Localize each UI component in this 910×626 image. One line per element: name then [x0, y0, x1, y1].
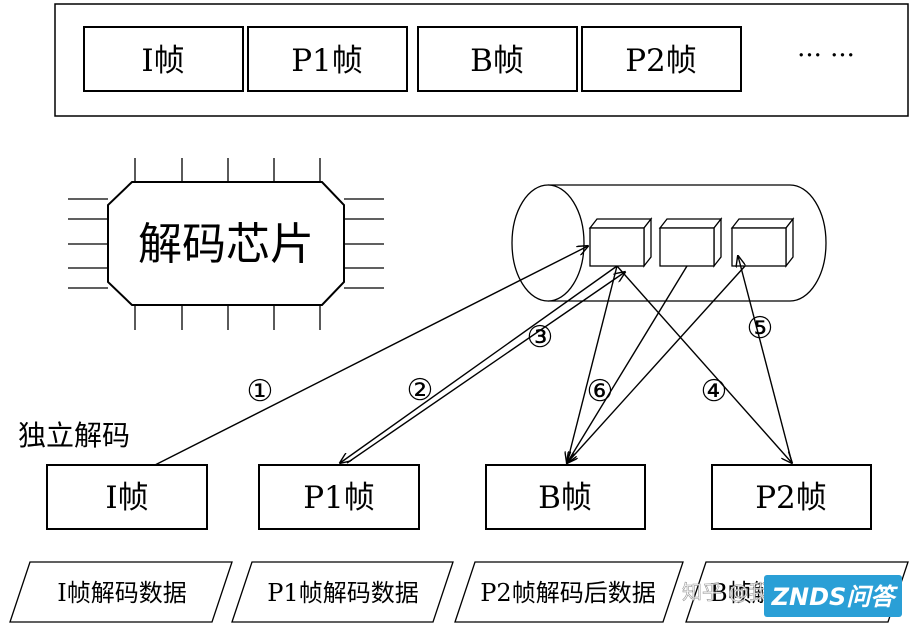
data-strip-p2-label: P2帧解码后数据	[480, 579, 655, 607]
stream-frame-p2-label: P2帧	[625, 43, 697, 79]
step-label-4: ④	[701, 374, 728, 409]
stream-ellipsis: ··· ···	[797, 41, 855, 71]
decoded-frame-i: I帧	[46, 464, 208, 530]
data-strip-p1-label: P1帧解码数据	[267, 579, 418, 607]
arrow-step-4a	[567, 265, 618, 463]
data-strip-i	[9, 561, 233, 623]
independent-decoding-label: 独立解码	[18, 419, 130, 452]
stream-frame-p1: P1帧	[247, 26, 408, 92]
step-label-5: ⑤	[747, 311, 774, 346]
stream-frame-b: B帧	[417, 26, 578, 92]
arrow-step-1	[154, 246, 588, 466]
step-label-1: ①	[247, 374, 274, 409]
decoded-frame-b: B帧	[485, 464, 646, 530]
arrow-step-5	[738, 256, 793, 464]
step-label-3: ③	[527, 320, 554, 355]
step-label-6: ⑥	[587, 374, 614, 409]
data-strip-p2	[454, 561, 684, 623]
znds-logo: ZNDS问答	[764, 575, 902, 617]
stream-frame-b-label: B帧	[470, 43, 524, 79]
decoded-frame-p1-label: P1帧	[303, 480, 375, 516]
znds-logo-text: ZNDS问答	[771, 583, 899, 611]
decoded-frame-p1: P1帧	[258, 464, 420, 530]
decoded-frame-b-label: B帧	[538, 480, 592, 516]
decoder-chip-icon	[68, 158, 384, 330]
arrow-step-6a	[567, 265, 688, 463]
frame-buffer-cylinder	[511, 184, 827, 302]
arrow-step-3	[346, 272, 625, 464]
step-label-2: ②	[407, 373, 434, 408]
chip-label: 解码芯片	[138, 219, 314, 270]
decoded-frame-p2: P2帧	[711, 464, 872, 530]
buffer-slot-2	[658, 217, 723, 268]
buffer-slot-1	[588, 217, 653, 268]
decoded-frame-i-label: I帧	[105, 480, 148, 516]
stream-frame-i: I帧	[83, 26, 244, 92]
arrow-step-4b	[616, 265, 792, 463]
arrow-step-6b	[567, 265, 746, 463]
data-strip-i-label: I帧解码数据	[57, 579, 186, 607]
buffer-slot-3	[730, 217, 795, 268]
data-strip-p1	[231, 561, 454, 623]
arrow-step-2	[340, 265, 618, 463]
frame-stream-container	[54, 3, 909, 117]
stream-frame-p2: P2帧	[581, 26, 742, 92]
stream-frame-p1-label: P1帧	[291, 43, 363, 79]
decoded-frame-p2-label: P2帧	[755, 480, 827, 516]
stream-frame-i-label: I帧	[141, 43, 184, 79]
